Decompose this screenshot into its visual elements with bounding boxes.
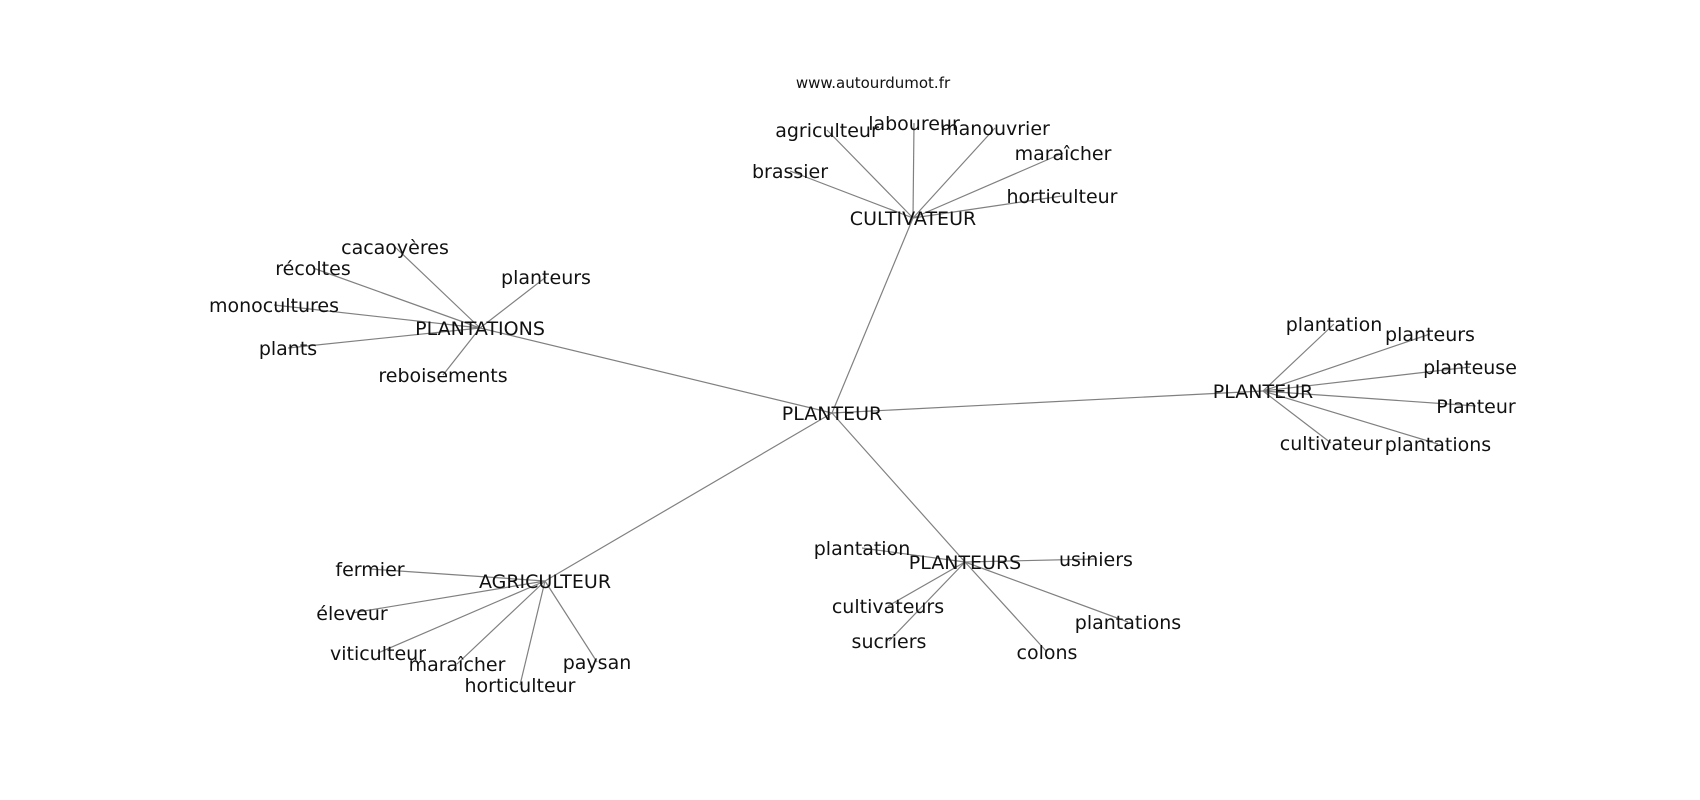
edge-plantations-leaf-3: [273, 304, 481, 329]
edge-agriculteur-leaf-5: [544, 580, 598, 663]
leaf-node-label: plantations: [1075, 612, 1181, 634]
center-node-label: PLANTEUR: [782, 403, 882, 425]
edge-cultivateur-leaf-4: [912, 195, 1063, 219]
edge-agriculteur-leaf-3: [456, 580, 546, 665]
edge-cultivateur-leaf-5: [789, 170, 914, 219]
leaf-node-label: maraîcher: [1015, 143, 1112, 165]
edge-plantations-leaf-0: [394, 246, 481, 329]
edge-center-to-cultivateur: [831, 217, 914, 414]
edge-planteur-2-leaf-2: [1262, 366, 1471, 392]
edge-center-to-plantations: [479, 327, 833, 414]
hub-node-label: PLANTEURS: [909, 552, 1021, 574]
edge-plantations-leaf-5: [442, 327, 481, 376]
leaf-node-label: fermier: [335, 559, 404, 581]
edge-planteurs-leaf-4: [964, 561, 1048, 653]
leaf-node-label: plants: [259, 338, 317, 360]
graph-labels: PLANTEURCULTIVATEURagriculteurlaboureurm…: [209, 113, 1517, 697]
hub-node-label: CULTIVATEUR: [850, 208, 976, 230]
edge-planteurs-leaf-3: [888, 561, 966, 642]
edge-agriculteur-leaf-1: [351, 580, 546, 614]
edge-cultivateur-leaf-2: [912, 127, 996, 219]
leaf-node-label: maraîcher: [409, 654, 506, 676]
edge-plantations-leaf-2: [479, 276, 547, 329]
leaf-node-label: sucriers: [852, 631, 927, 653]
edge-agriculteur-leaf-4: [519, 580, 546, 686]
leaf-node-label: plantations: [1385, 434, 1491, 456]
leaf-node-label: horticulteur: [1007, 186, 1118, 208]
hub-node-label: AGRICULTEUR: [479, 571, 611, 593]
leaf-node-label: monocultures: [209, 295, 339, 317]
edge-cultivateur-leaf-0: [826, 129, 914, 219]
edge-planteur-2-leaf-0: [1262, 323, 1335, 392]
edge-agriculteur-leaf-0: [369, 568, 546, 582]
edge-planteur-2-leaf-3: [1262, 390, 1477, 407]
leaf-node-label: plantation: [814, 538, 911, 560]
leaf-node-label: colons: [1017, 642, 1078, 664]
leaf-node-label: reboisements: [378, 365, 507, 387]
hub-node-label: PLANTEUR: [1213, 381, 1313, 403]
edge-plantations-leaf-4: [287, 327, 481, 349]
edge-planteur-2-leaf-1: [1262, 333, 1431, 392]
edge-cultivateur-leaf-3: [912, 152, 1064, 219]
edge-plantations-leaf-1: [312, 267, 481, 329]
leaf-node-label: plantation: [1286, 314, 1383, 336]
leaf-node-label: cultivateur: [1280, 433, 1383, 455]
leaf-node-label: planteuse: [1423, 357, 1517, 379]
edge-planteur-2-leaf-5: [1262, 390, 1439, 445]
leaf-node-label: récoltes: [275, 258, 350, 280]
leaf-node-label: horticulteur: [465, 675, 576, 697]
edge-center-to-planteurs: [831, 412, 966, 563]
hub-node-label: PLANTATIONS: [415, 318, 545, 340]
leaf-node-label: cultivateurs: [832, 596, 944, 618]
leaf-node-label: planteurs: [501, 267, 591, 289]
leaf-node-label: paysan: [563, 652, 632, 674]
edge-planteurs-leaf-1: [964, 558, 1097, 563]
edge-center-to-agriculteur: [544, 412, 833, 582]
leaf-node-label: brassier: [752, 161, 828, 183]
edge-center-to-planteur-2: [831, 390, 1264, 414]
graph-edges: [273, 122, 1477, 686]
leaf-node-label: cacaoyères: [341, 237, 449, 259]
edge-planteur-2-leaf-4: [1262, 390, 1332, 444]
leaf-node-label: laboureur: [868, 113, 960, 135]
leaf-node-label: viticulteur: [330, 643, 426, 665]
leaf-node-label: usiniers: [1059, 549, 1133, 571]
leaf-node-label: planteurs: [1385, 324, 1475, 346]
leaf-node-label: manouvrier: [940, 118, 1050, 140]
leaf-node-label: agriculteur: [775, 120, 879, 142]
source-watermark: www.autourdumot.fr: [796, 74, 951, 92]
edge-cultivateur-leaf-1: [912, 122, 915, 219]
edge-planteurs-leaf-5: [964, 561, 1129, 623]
edge-planteurs-leaf-0: [861, 547, 966, 563]
edge-planteurs-leaf-2: [887, 561, 966, 607]
leaf-node-label: Planteur: [1436, 396, 1516, 418]
leaf-node-label: éleveur: [316, 603, 388, 625]
edge-agriculteur-leaf-2: [377, 580, 546, 654]
